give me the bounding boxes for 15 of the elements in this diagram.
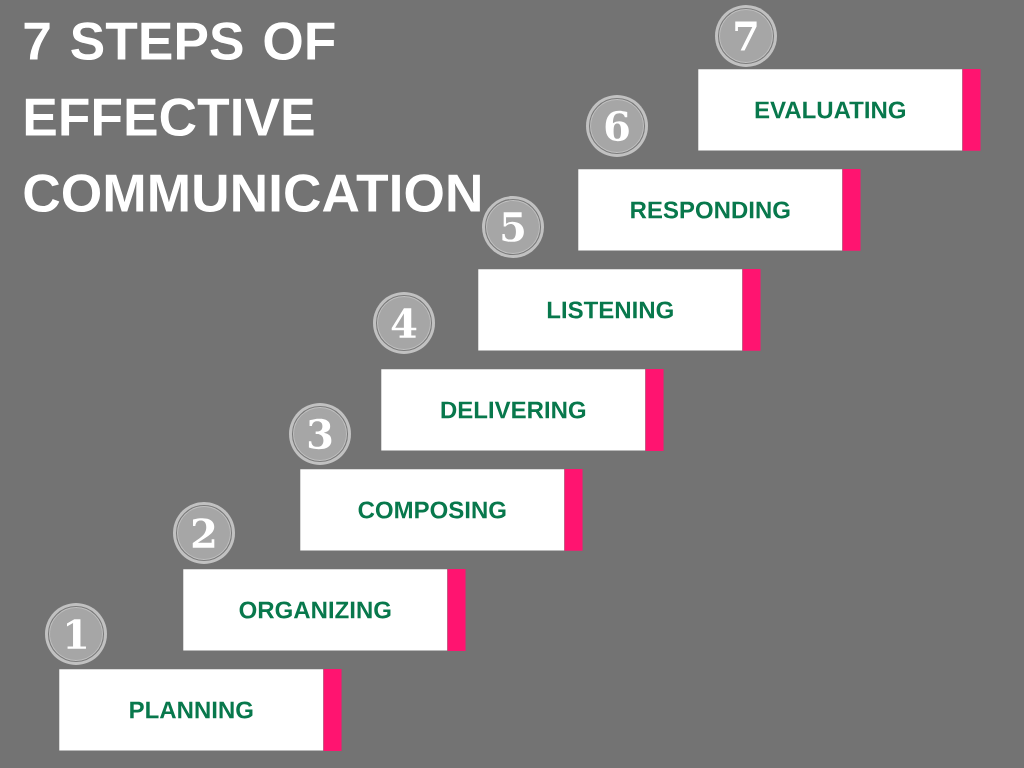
number-badge: 4 <box>373 292 435 354</box>
number-badge: 3 <box>289 403 351 465</box>
title: 7 STEPS OF EFFECTIVE COMMUNICATION <box>24 22 480 213</box>
number-badge: 1 <box>45 603 107 665</box>
number-badge: 2 <box>173 502 235 564</box>
number-badge: 6 <box>586 95 648 157</box>
step-box: LISTENING <box>478 269 761 351</box>
step-box: ORGANIZING <box>183 569 466 651</box>
number-badge: 7 <box>715 5 777 67</box>
step-box: DELIVERING <box>381 369 664 451</box>
step-box: EVALUATING <box>698 69 981 151</box>
step-box: PLANNING <box>59 669 342 751</box>
step-box: COMPOSING <box>300 469 583 551</box>
step-box: RESPONDING <box>578 169 861 251</box>
number-badge: 5 <box>482 196 544 258</box>
